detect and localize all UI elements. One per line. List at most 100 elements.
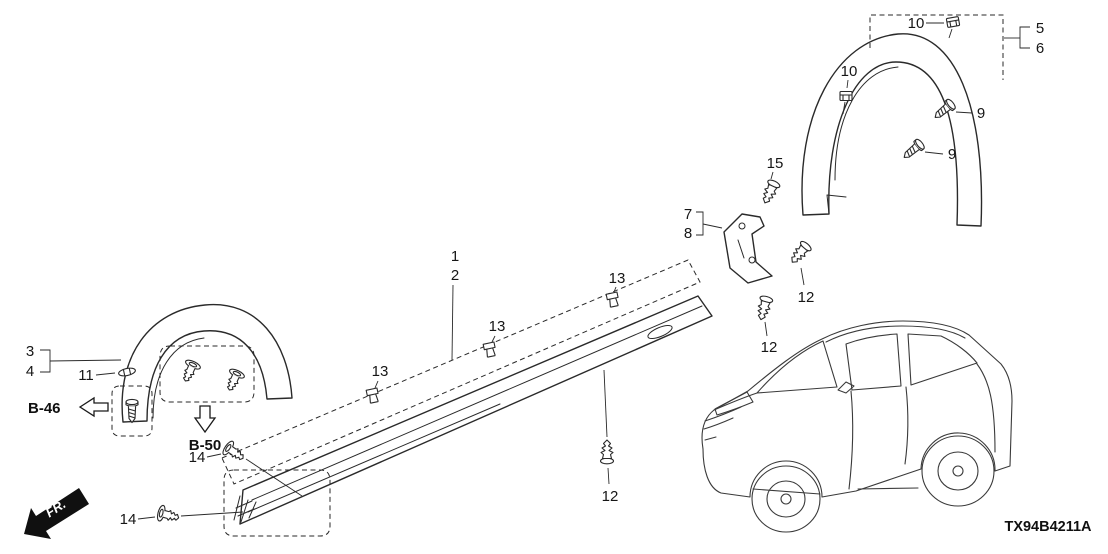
car-door-seam-rear bbox=[904, 386, 909, 465]
car-rear-wheel-hub bbox=[952, 465, 964, 477]
callout-14-upper: 14 bbox=[189, 449, 206, 466]
car-headlight bbox=[714, 391, 754, 416]
callout-group-12-bracket-lower: 12 bbox=[754, 294, 778, 356]
flat-clip-icon bbox=[118, 367, 136, 377]
callout-group-1-2: 1 2 bbox=[451, 248, 459, 361]
vehicle-illustration bbox=[701, 320, 1013, 533]
callout-group-14-upper: 14 bbox=[189, 439, 303, 497]
fender-arch-right-tab bbox=[826, 194, 847, 215]
clip-icon bbox=[365, 387, 381, 405]
leader-line bbox=[607, 467, 610, 485]
leader-line bbox=[955, 111, 973, 114]
car-front-wheel bbox=[751, 465, 821, 533]
car-hatch-seam bbox=[976, 363, 996, 453]
leader-line bbox=[764, 321, 768, 337]
callout-15: 15 bbox=[767, 155, 784, 172]
b46-arrow-icon bbox=[78, 396, 109, 418]
car-hood-line bbox=[713, 392, 758, 411]
callout-group-15: 15 bbox=[758, 155, 784, 207]
car-quarter-window bbox=[907, 333, 978, 386]
car-rear-wheel-rim bbox=[937, 451, 979, 491]
fender-arch-garnish-left bbox=[121, 303, 293, 423]
clip-icon bbox=[605, 291, 621, 309]
callout-group-14-lower: 14 bbox=[120, 504, 244, 528]
sill-end-bracket bbox=[723, 213, 773, 284]
car-body-outline bbox=[701, 320, 1013, 498]
clip-detail-dashed-box bbox=[159, 345, 255, 403]
push-rivet-icon bbox=[786, 239, 814, 267]
fender-arch-left-outline bbox=[121, 303, 293, 423]
bracket-hole bbox=[738, 222, 746, 230]
push-rivet-icon bbox=[758, 178, 782, 207]
leader-line bbox=[770, 171, 774, 180]
ref-label-b46: B-46 bbox=[28, 400, 61, 417]
callout-1: 1 bbox=[451, 248, 459, 265]
car-grille-lines bbox=[703, 406, 742, 441]
leader-line bbox=[846, 79, 849, 89]
car-door-seam-front bbox=[848, 390, 854, 490]
side-sill-garnish bbox=[221, 259, 713, 537]
bracket-outline bbox=[723, 213, 773, 284]
callout-13-mid: 13 bbox=[489, 318, 506, 335]
fr-arrow-icon bbox=[24, 488, 89, 539]
callout-group-3-4: 3 4 bbox=[26, 343, 122, 380]
callout-group-11: 11 bbox=[78, 367, 136, 384]
leader-line bbox=[206, 453, 222, 458]
bracket-7-8 bbox=[696, 211, 704, 236]
leader-line bbox=[948, 28, 953, 39]
b50-arrow-icon bbox=[193, 405, 217, 434]
leader-line bbox=[180, 511, 244, 517]
leader-line bbox=[603, 369, 608, 438]
flange-rivet-icon bbox=[155, 504, 182, 527]
car-roof-line bbox=[825, 325, 966, 343]
leader-line bbox=[702, 223, 723, 229]
callout-group-10-left: 10 bbox=[839, 63, 857, 115]
fender-arch-garnish-right bbox=[801, 14, 1004, 227]
leader-line bbox=[49, 359, 122, 362]
callout-group-12-bracket-right: 12 bbox=[786, 239, 815, 306]
callout-12-bracket-lower: 12 bbox=[761, 339, 778, 356]
push-rivet-icon bbox=[754, 294, 774, 322]
callout-6: 6 bbox=[1036, 40, 1044, 57]
callout-9-lower: 9 bbox=[948, 146, 956, 163]
callout-12-sill: 12 bbox=[602, 488, 619, 505]
callout-group-13-left: 13 bbox=[365, 363, 389, 405]
callout-14-lower: 14 bbox=[120, 511, 137, 528]
ref-label-b50: B-50 bbox=[189, 437, 222, 454]
leader-line bbox=[137, 516, 156, 520]
side-sill-character-line bbox=[251, 305, 703, 501]
car-front-window bbox=[845, 333, 902, 391]
callout-12-bracket-right: 12 bbox=[798, 289, 815, 306]
callout-13-left: 13 bbox=[372, 363, 389, 380]
sill-end-dashed-box bbox=[223, 469, 331, 537]
ref-group-b46: B-46 bbox=[28, 385, 153, 437]
callout-10-top: 10 bbox=[908, 15, 925, 32]
diagram-id: TX94B4211A bbox=[1004, 519, 1092, 535]
leader-line bbox=[800, 267, 805, 286]
bracket-bend-line bbox=[737, 239, 745, 259]
callout-group-13-right: 13 bbox=[605, 270, 625, 309]
bracket-3-4 bbox=[40, 349, 51, 373]
fender-arch-right-outline bbox=[801, 33, 983, 227]
callout-group-12-sill: 12 bbox=[599, 369, 619, 505]
callout-3: 3 bbox=[26, 343, 34, 360]
callout-8: 8 bbox=[684, 225, 692, 242]
side-sill-slot bbox=[647, 324, 673, 340]
fender-arch-right-contour bbox=[834, 66, 899, 181]
fender-arch-right-dashed-frame bbox=[869, 14, 1004, 80]
car-mirror bbox=[837, 381, 855, 394]
callout-2: 2 bbox=[451, 267, 459, 284]
callout-group-10-top: 10 bbox=[908, 15, 961, 39]
screw-icon bbox=[899, 137, 927, 163]
flange-rivet-icon bbox=[177, 357, 203, 385]
grommet-clip-icon bbox=[839, 90, 853, 102]
fr-direction-indicator: FR. bbox=[24, 488, 89, 539]
car-windshield bbox=[756, 340, 838, 394]
callout-group-7-8: 7 8 bbox=[684, 206, 723, 242]
push-rivet-icon bbox=[599, 439, 615, 465]
side-sill-outline bbox=[239, 295, 713, 525]
ref-group-b50: B-50 bbox=[189, 405, 222, 454]
car-sill-accent bbox=[752, 487, 919, 495]
